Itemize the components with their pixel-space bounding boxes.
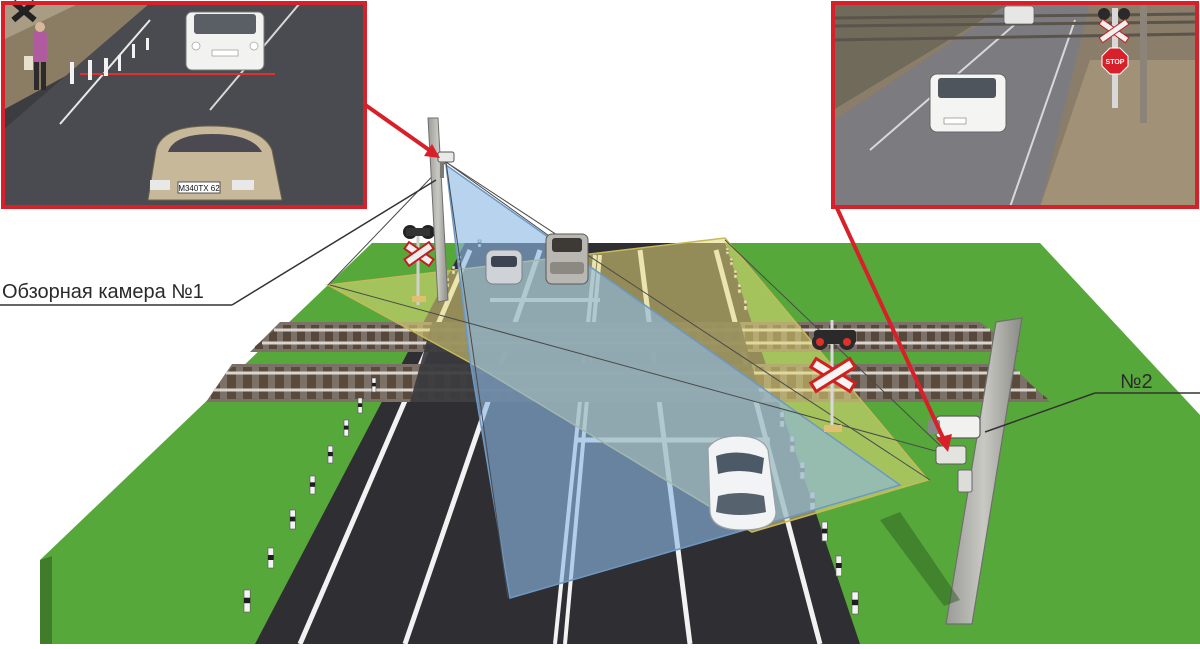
inset1-license-plate: М340ТХ 62 — [178, 184, 220, 193]
inset1-car-beige: М340ТХ 62 — [147, 125, 283, 201]
arrow-inset1-to-camera1 — [362, 102, 434, 154]
camera1-label: Обзорная камера №1 — [2, 281, 204, 303]
stop-sign-label: STOP — [1106, 59, 1125, 66]
delineator-post-band — [310, 482, 316, 487]
pedestrian — [24, 22, 47, 90]
arrow-inset2-to-camera2 — [834, 205, 946, 441]
camera2-label: №2 — [1120, 371, 1153, 393]
grass-edge-shadow — [40, 556, 52, 644]
delineator-post-band — [268, 555, 274, 560]
st-andrews-cross-far — [403, 240, 435, 268]
delineator-post-band — [244, 597, 251, 604]
inset1-crossing-sign — [11, 0, 37, 23]
inset2-car-white — [929, 73, 1007, 133]
camera2-callout: №2 — [984, 371, 1200, 433]
inset-pointer-arrows — [362, 102, 952, 452]
car-far-jeep — [545, 233, 589, 285]
car-far-silver — [485, 249, 523, 285]
camera1-callout: Обзорная камера №1 — [0, 179, 437, 306]
inset1-car-white — [185, 11, 265, 71]
crossing-signal-near — [808, 320, 858, 432]
delineator-post-band — [344, 425, 349, 430]
camera2-icon — [928, 415, 981, 493]
delineator-post-band — [290, 516, 296, 522]
camera1-view-inset: М340ТХ 62 — [1, 0, 367, 209]
delineator-post-band — [358, 403, 363, 407]
car-near-white — [707, 435, 777, 531]
crossing-signal-far — [403, 225, 435, 305]
fov-guide-lines — [327, 161, 951, 599]
stop-sign-icon: STOP — [1101, 47, 1129, 75]
delineator-post-band — [372, 382, 376, 387]
st-andrews-cross-near — [808, 356, 858, 394]
inset2-car-far — [1003, 5, 1035, 25]
delineator-post-band — [822, 528, 828, 534]
camera2-pole-shadow — [880, 512, 960, 606]
delineator-post-band — [328, 451, 333, 457]
camera2-view-inset: STOP — [831, 1, 1199, 209]
camera2-pole — [880, 317, 1023, 625]
delineator-post-band — [836, 563, 842, 568]
delineator-post-band — [852, 599, 859, 606]
